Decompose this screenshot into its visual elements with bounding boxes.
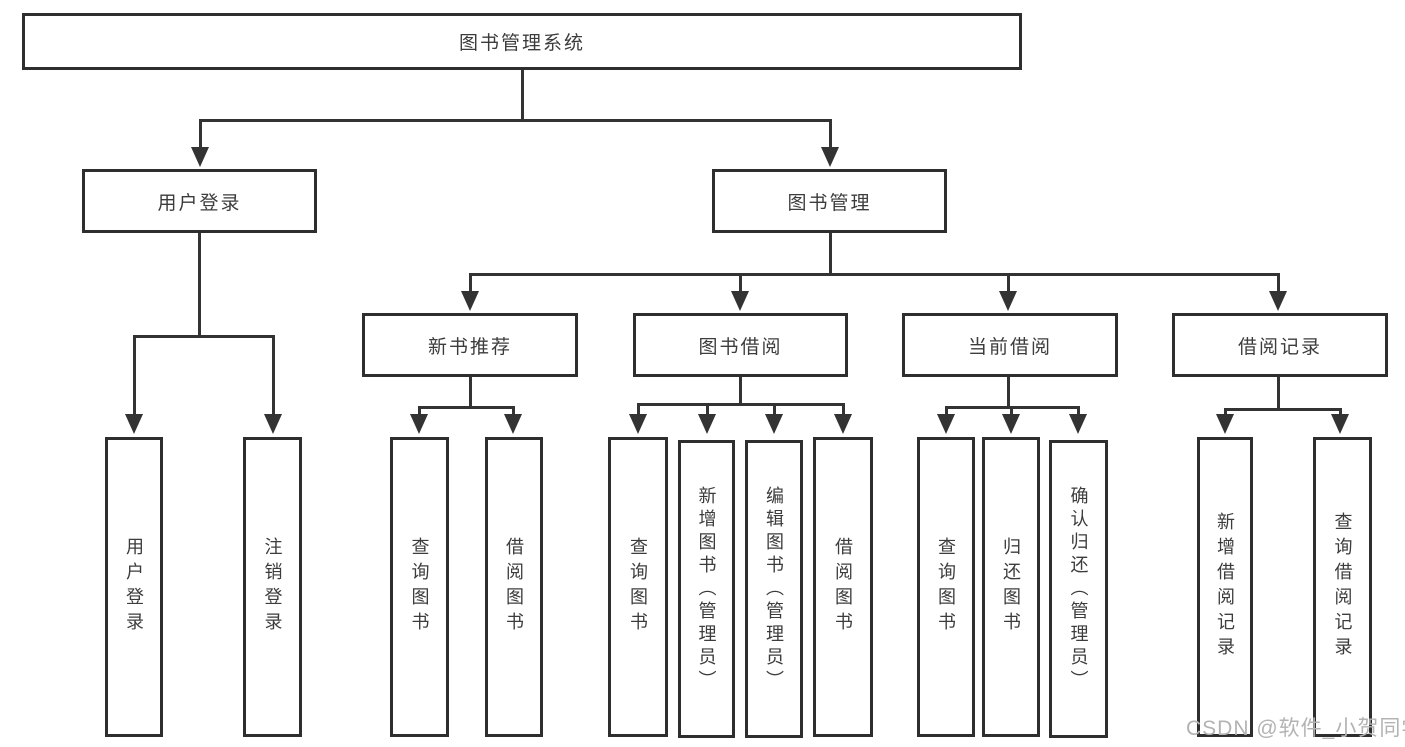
node-label: 注销登录 — [262, 537, 283, 637]
node-label: 图书管理 — [787, 192, 872, 214]
node-label: 查询图书 — [409, 537, 430, 637]
node-add-books-admin: 新增图书（管理员） — [678, 440, 735, 738]
node-label: 新书推荐 — [427, 336, 512, 358]
node-label: 确认归还（管理员） — [1068, 485, 1089, 693]
connector-line — [469, 377, 472, 409]
arrowhead-down-icon — [698, 414, 716, 434]
node-current-borrowing: 当前借阅 — [902, 313, 1118, 377]
csdn-watermark: CSDN @软件_小贺同学 — [1186, 717, 1405, 740]
connector-line — [1277, 273, 1280, 293]
connector-line — [706, 403, 709, 416]
arrowhead-down-icon — [1002, 414, 1020, 434]
connector-line — [521, 69, 524, 122]
connector-line — [133, 335, 136, 416]
arrowhead-down-icon — [1331, 414, 1349, 434]
connector-line — [1007, 273, 1010, 293]
node-label: 归还图书 — [1001, 537, 1021, 637]
node-logout-leaf: 注销登录 — [243, 437, 302, 737]
connector-line — [945, 406, 948, 416]
connector-line — [1224, 408, 1227, 416]
connector-line — [739, 377, 742, 406]
node-label: 新增图书（管理员） — [696, 485, 717, 693]
connector-line — [829, 119, 832, 149]
connector-line — [469, 273, 1280, 276]
connector-line — [1077, 406, 1080, 416]
arrowhead-down-icon — [999, 291, 1017, 311]
node-label: 查询图书 — [936, 537, 956, 637]
arrowhead-down-icon — [731, 291, 749, 311]
connector-line — [1277, 377, 1280, 411]
connector-line — [637, 403, 845, 406]
arrowhead-down-icon — [410, 414, 428, 434]
connector-line — [829, 233, 832, 276]
node-return-books: 归还图书 — [982, 437, 1040, 737]
arrowhead-down-icon — [504, 414, 522, 434]
connector-line — [842, 403, 845, 416]
arrowhead-down-icon — [937, 414, 955, 434]
node-label: 借阅图书 — [833, 537, 853, 637]
arrowhead-down-icon — [834, 414, 852, 434]
arrowhead-down-icon — [461, 291, 479, 311]
node-label: 当前借阅 — [967, 336, 1052, 358]
connector-line — [418, 406, 421, 416]
node-label: 图书借阅 — [698, 336, 783, 358]
connector-line — [199, 119, 202, 149]
connector-line — [1224, 408, 1342, 411]
connector-line — [637, 403, 640, 416]
arrowhead-down-icon — [629, 414, 647, 434]
node-label: 用户登录 — [124, 537, 144, 637]
arrowhead-down-icon — [125, 414, 143, 434]
connector-line — [469, 273, 472, 293]
connector-line — [739, 273, 742, 293]
arrowhead-down-icon — [1269, 291, 1287, 311]
arrowhead-down-icon — [191, 147, 209, 167]
connector-line — [272, 335, 275, 416]
node-borrowing-records: 借阅记录 — [1172, 313, 1388, 377]
node-borrow-books-1: 借阅图书 — [485, 437, 543, 737]
node-new-book-recommend: 新书推荐 — [362, 313, 578, 377]
node-query-books-3: 查询图书 — [917, 437, 975, 737]
node-confirm-return-admin: 确认归还（管理员） — [1049, 440, 1108, 738]
arrowhead-down-icon — [264, 414, 282, 434]
node-book-management: 图书管理 — [712, 169, 947, 233]
connector-line — [198, 233, 201, 338]
connector-line — [133, 335, 275, 338]
node-query-books-2: 查询图书 — [608, 437, 668, 737]
node-user-login-leaf: 用户登录 — [105, 437, 163, 737]
node-label: 查询图书 — [628, 537, 648, 637]
connector-line — [418, 406, 515, 409]
node-add-borrow-record: 新增借阅记录 — [1197, 437, 1253, 737]
node-query-borrow-record: 查询借阅记录 — [1313, 437, 1372, 737]
node-label: 用户登录 — [157, 192, 242, 214]
node-user-login: 用户登录 — [82, 169, 317, 233]
arrowhead-down-icon — [1216, 414, 1234, 434]
node-label: 借阅记录 — [1237, 336, 1322, 358]
node-edit-books-admin: 编辑图书（管理员） — [745, 440, 803, 738]
connector-line — [512, 406, 515, 416]
connector-line — [199, 119, 832, 122]
connector-line — [1010, 406, 1013, 416]
connector-line — [1339, 408, 1342, 416]
arrowhead-down-icon — [1069, 414, 1087, 434]
arrowhead-down-icon — [765, 414, 783, 434]
node-label: 查询借阅记录 — [1332, 512, 1353, 662]
connector-line — [1007, 377, 1010, 409]
node-label: 新增借阅记录 — [1215, 512, 1235, 662]
arrowhead-down-icon — [821, 147, 839, 167]
node-label: 编辑图书（管理员） — [764, 485, 784, 693]
node-query-books-1: 查询图书 — [390, 437, 449, 737]
node-label: 图书管理系统 — [458, 33, 585, 54]
connector-line — [773, 403, 776, 416]
node-book-borrowing: 图书借阅 — [633, 313, 848, 377]
node-borrow-books-2: 借阅图书 — [813, 437, 873, 737]
node-label: 借阅图书 — [504, 537, 524, 637]
node-system: 图书管理系统 — [22, 13, 1022, 70]
